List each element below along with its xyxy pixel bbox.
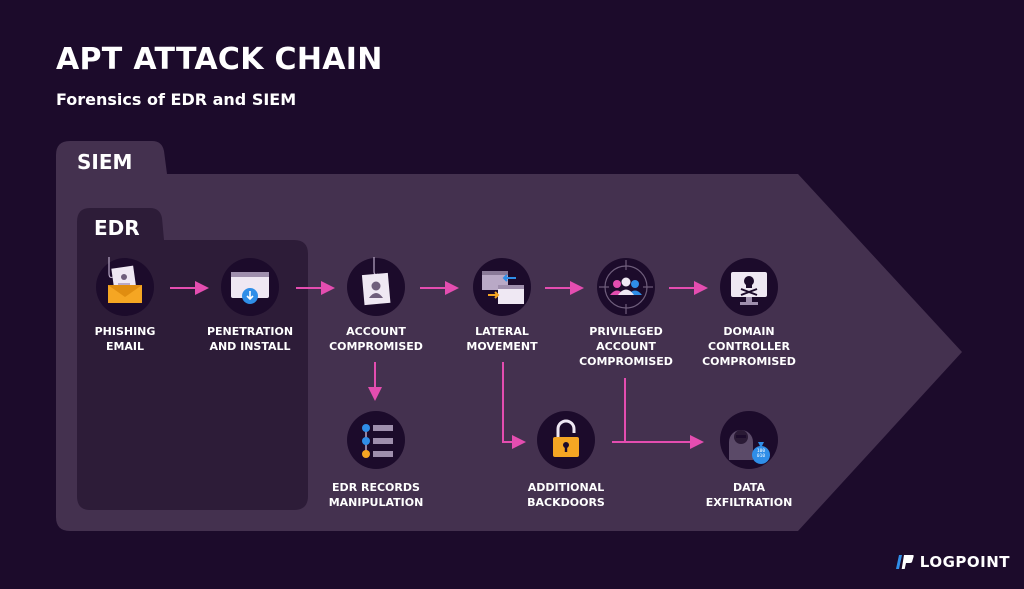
windows-swap-icon	[473, 258, 531, 316]
arrow-lateral-to-backdoors	[502, 362, 526, 449]
id-card-hook-icon	[347, 257, 405, 316]
records-list-icon	[347, 411, 405, 469]
step-label-lateral: LATERAL MOVEMENT	[466, 325, 538, 353]
step-label-penetration: PENETRATION AND INSTALL	[206, 325, 294, 353]
page-title: APT ATTACK CHAIN	[56, 42, 383, 77]
step-label-exfiltration: DATA EXFILTRATION	[705, 481, 793, 509]
step-label-backdoors: ADDITIONAL BACKDOORS	[527, 481, 605, 509]
step-label-phishing: PHISHING EMAIL	[94, 325, 156, 353]
step-label-account: ACCOUNT COMPROMISED	[329, 325, 423, 353]
siem-label: SIEM	[77, 150, 133, 174]
envelope-hook-icon	[96, 257, 154, 316]
step-label-privileged: PRIVILEGED ACCOUNT COMPROMISED	[579, 325, 673, 368]
step-label-edr-records: EDR RECORDS MANIPULATION	[328, 481, 424, 509]
unlocked-padlock-icon	[537, 411, 595, 469]
logo-text: LOGPOINT	[919, 553, 1010, 571]
page-subtitle: Forensics of EDR and SIEM	[56, 90, 297, 109]
users-target-icon	[597, 258, 655, 316]
edr-panel	[77, 208, 308, 510]
step-label-domain: DOMAIN CONTROLLER COMPROMISED	[702, 325, 796, 368]
logpoint-logo: LOGPOINT	[895, 553, 1010, 571]
edr-label: EDR	[94, 216, 140, 240]
logpoint-mark-icon	[895, 555, 914, 569]
monitor-skull-icon	[720, 258, 778, 316]
browser-download-icon	[221, 258, 279, 316]
